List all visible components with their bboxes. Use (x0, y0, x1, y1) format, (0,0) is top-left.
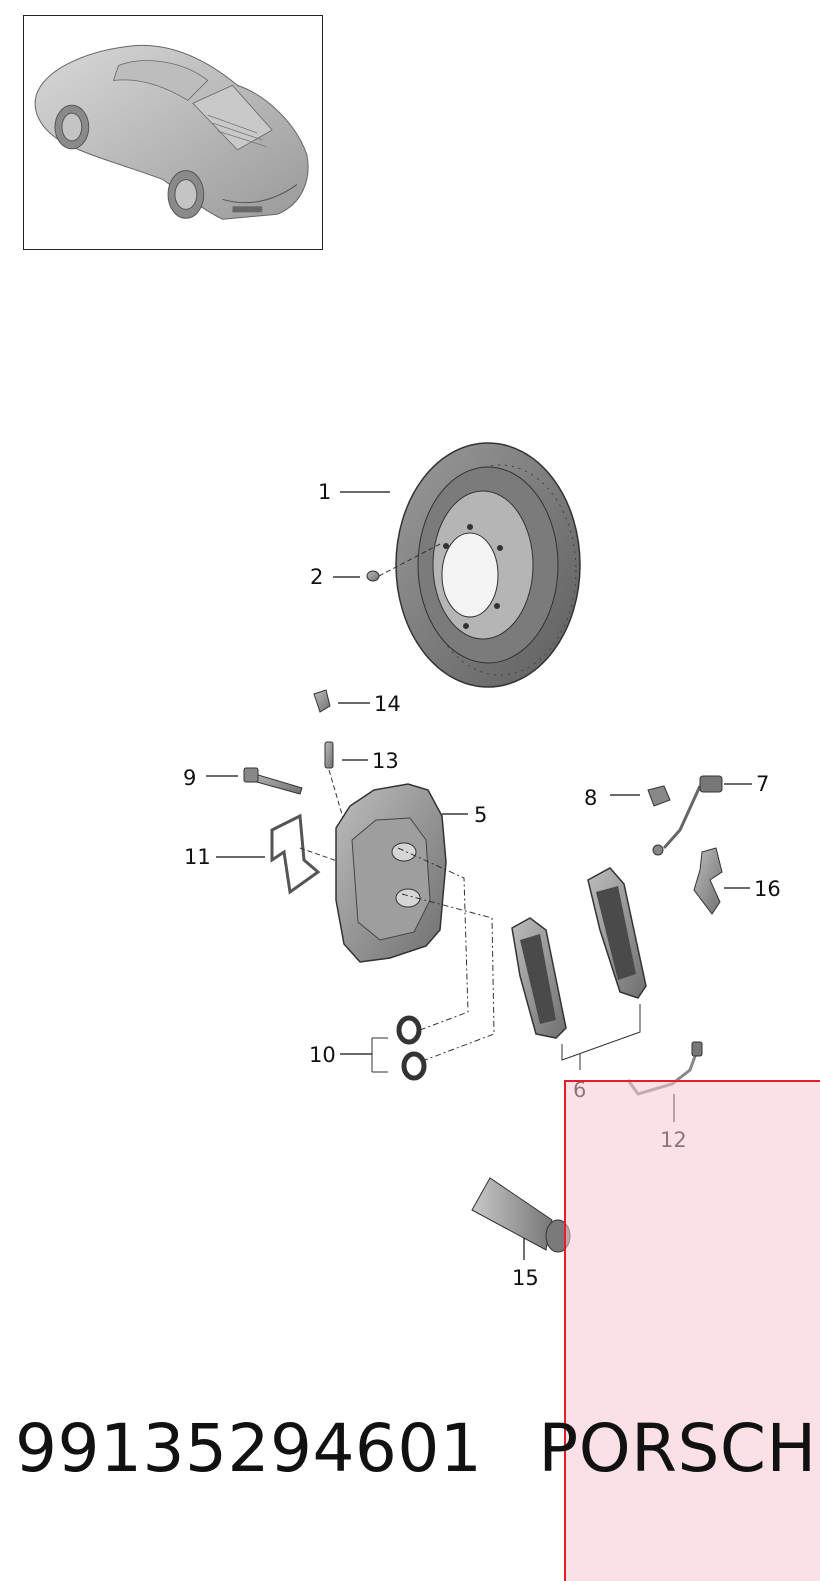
car-illustration (34, 44, 309, 220)
callout-10: 10 (309, 1043, 336, 1067)
callout-16: 16 (754, 877, 781, 901)
callout-1: 1 (318, 480, 331, 504)
callout-7: 7 (756, 772, 769, 796)
sensor-bracket (693, 847, 723, 915)
assembly-paste-tube (471, 1177, 571, 1253)
brake-pads (511, 867, 647, 1070)
callout-2: 2 (310, 565, 323, 589)
wear-sensor-front (652, 775, 723, 856)
brand-name: PORSCHE (538, 1410, 820, 1487)
highlight-overlay (564, 1080, 820, 1581)
callout-8: 8 (584, 786, 597, 810)
callout-13: 13 (372, 749, 399, 773)
vehicle-thumbnail (23, 15, 323, 250)
callout-14: 14 (374, 692, 401, 716)
bleed-cap (313, 689, 331, 713)
bleed-valve (324, 741, 347, 829)
callout-5: 5 (474, 803, 487, 827)
caliper-bolt (243, 767, 303, 795)
callout-11: 11 (184, 845, 211, 869)
footer-caption: 99135294601 PORSCHE (15, 1410, 820, 1487)
brake-disc (395, 442, 581, 688)
brake-caliper (335, 783, 495, 1061)
sensor-clip (647, 785, 671, 807)
pad-spring (270, 813, 341, 895)
piston-seals (371, 1015, 427, 1081)
callout-15: 15 (512, 1266, 539, 1290)
part-number: 99135294601 (15, 1410, 483, 1487)
locating-screw (366, 543, 441, 582)
callout-9: 9 (183, 766, 196, 790)
